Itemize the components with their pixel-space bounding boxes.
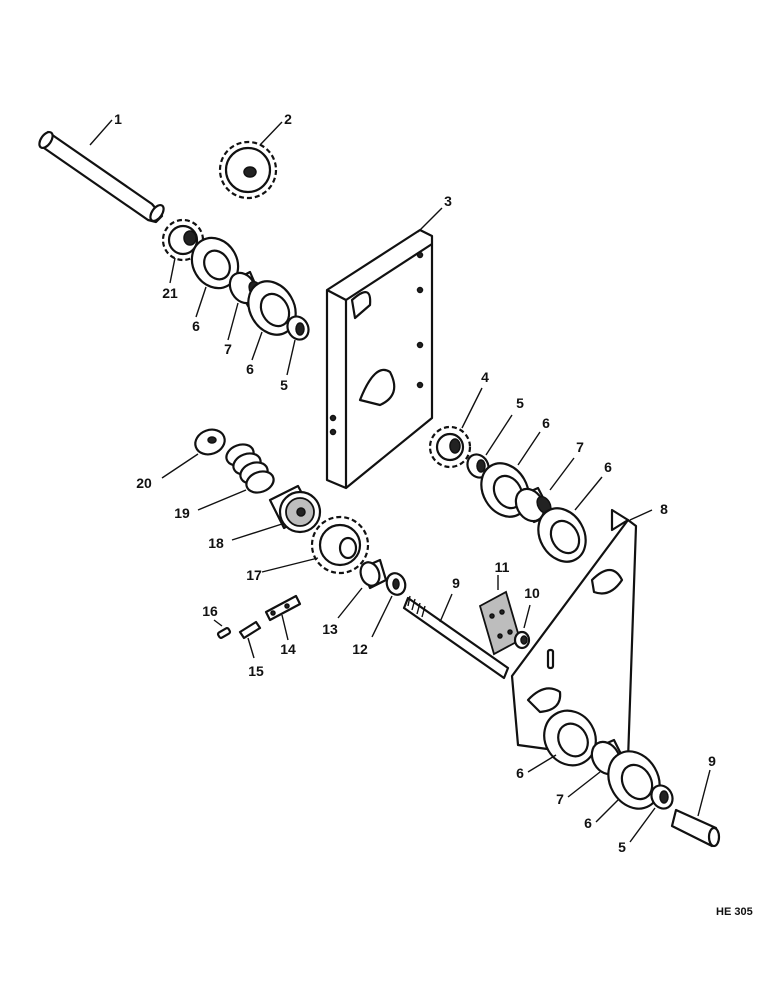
callout-8: 8 <box>660 501 668 517</box>
callout-6-c: 6 <box>542 415 550 431</box>
part-12-washer <box>371 572 407 638</box>
callout-5-c: 5 <box>618 839 626 855</box>
callout-7-a: 7 <box>224 341 232 357</box>
callout-16: 16 <box>202 603 218 619</box>
part-8-plate <box>510 508 653 762</box>
callout-19: 19 <box>174 505 190 521</box>
part-19-spring <box>197 443 275 511</box>
callout-15: 15 <box>248 663 264 679</box>
callout-6-d: 6 <box>604 459 612 475</box>
part-15-link <box>238 620 262 659</box>
part-2-sprocket <box>218 121 283 200</box>
part-9-shaft-end <box>670 769 721 848</box>
part-11-plate <box>478 575 522 656</box>
callout-21: 21 <box>162 285 178 301</box>
part-6-flange-d <box>537 476 603 563</box>
callout-17: 17 <box>246 567 262 583</box>
callout-2: 2 <box>284 111 292 127</box>
callout-11: 11 <box>495 559 510 575</box>
part-14-chain <box>264 594 302 641</box>
callout-6-a: 6 <box>192 318 200 334</box>
callout-13: 13 <box>322 621 338 637</box>
callout-12: 12 <box>352 641 368 657</box>
callout-1: 1 <box>114 111 122 127</box>
part-13-bushing <box>337 558 388 619</box>
callout-14: 14 <box>280 641 296 657</box>
part-16-pin <box>213 619 232 639</box>
part-17-sprocket <box>261 515 370 575</box>
callout-5-b: 5 <box>516 395 524 411</box>
part-6-flange-f <box>595 750 661 823</box>
part-1-shaft <box>38 119 165 224</box>
part-9-shaft <box>402 593 510 680</box>
callout-9-b: 9 <box>708 753 716 769</box>
callout-5-a: 5 <box>280 377 288 393</box>
part-18-hub <box>231 484 322 541</box>
callout-7-c: 7 <box>556 791 564 807</box>
part-10-nut <box>513 604 531 650</box>
callout-6-f: 6 <box>584 815 592 831</box>
part-6-flange-a <box>190 236 240 318</box>
part-5-collar-b <box>466 414 513 479</box>
reference-code: HE 305 <box>716 906 753 918</box>
part-6-flange-e <box>527 709 597 773</box>
part-5-collar-c <box>629 784 674 843</box>
part-20-washer <box>161 428 226 479</box>
callout-18: 18 <box>208 535 224 551</box>
callout-3: 3 <box>444 193 452 209</box>
callout-20: 20 <box>136 475 152 491</box>
callout-6-e: 6 <box>516 765 524 781</box>
callout-4: 4 <box>481 369 489 385</box>
part-3-bracket <box>325 207 443 490</box>
callout-9-a: 9 <box>452 575 460 591</box>
callout-6-b: 6 <box>246 361 254 377</box>
part-5-collar-a <box>286 315 310 376</box>
part-4-sprocket <box>428 387 483 469</box>
part-6-flange-b <box>247 280 297 361</box>
callout-7-b: 7 <box>576 439 584 455</box>
callout-10: 10 <box>524 585 540 601</box>
